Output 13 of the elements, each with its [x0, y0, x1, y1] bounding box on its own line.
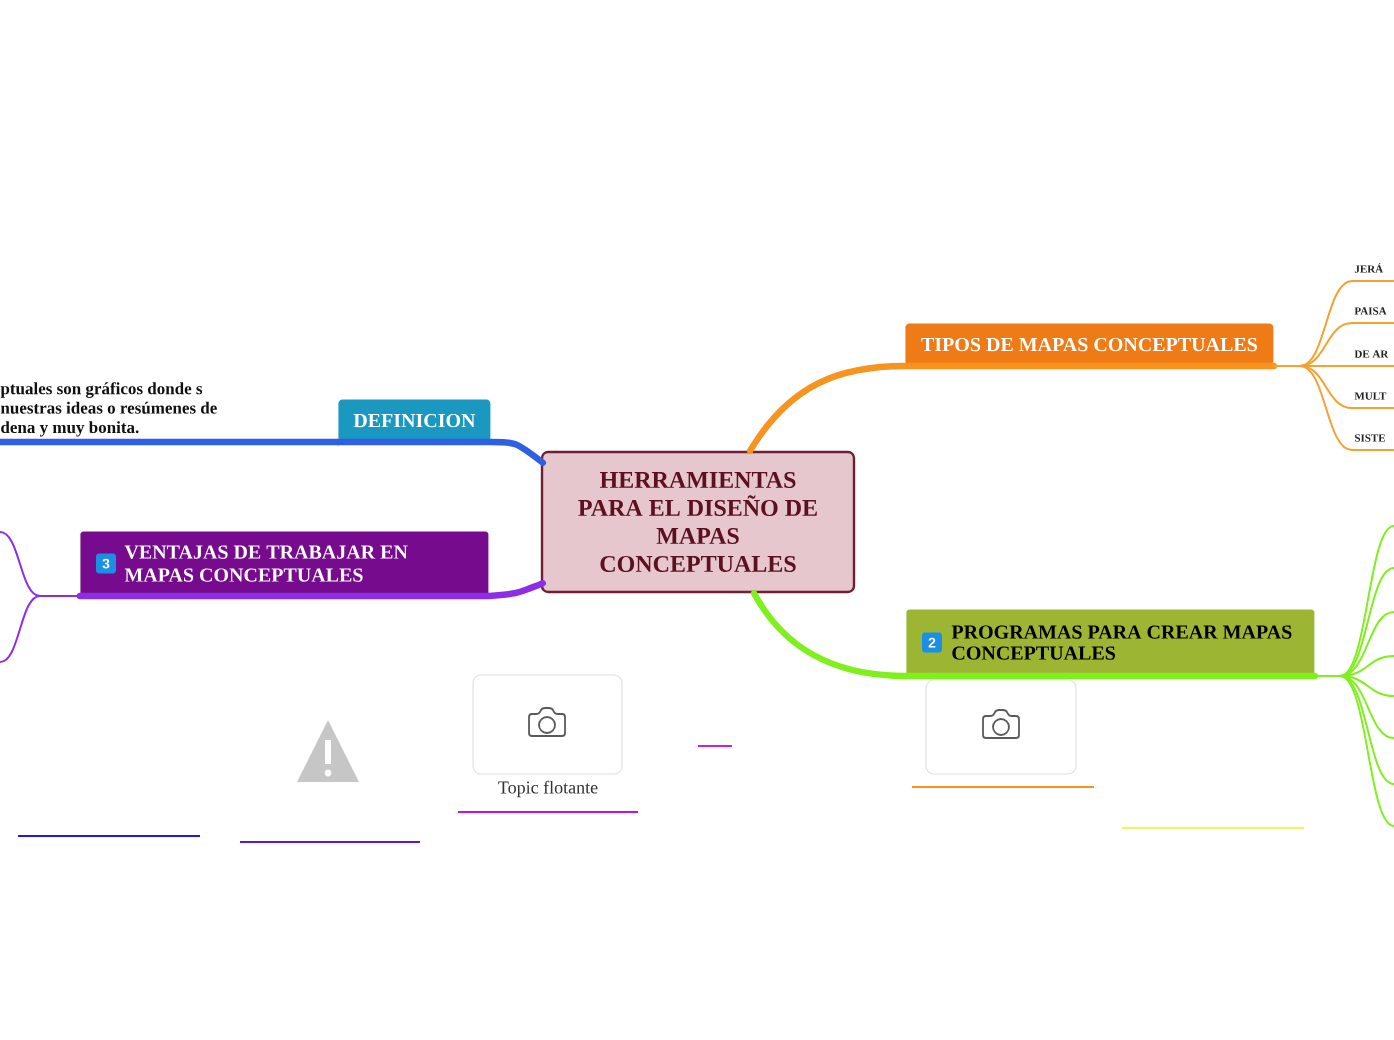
connector	[746, 362, 1277, 454]
topic-box: TIPOS DE MAPAS CONCEPTUALES	[905, 323, 1274, 366]
topic-label: Topic flotante	[498, 780, 598, 798]
central-topic-box: HERRAMIENTAS PARA EL DISEÑO DE MAPAS CONCEPTUALES	[540, 450, 856, 594]
topic-box: DEFINICION	[338, 399, 491, 442]
connector	[1272, 365, 1394, 451]
connector	[334, 438, 546, 466]
connector	[1313, 675, 1394, 827]
connector	[0, 438, 342, 446]
connector	[76, 580, 546, 600]
connector	[0, 595, 81, 663]
connector	[750, 590, 1318, 680]
paragraph: ptuales son gráficos donde s nuestras ideas o resúmenes de dena y muy bonita.	[0, 382, 217, 437]
